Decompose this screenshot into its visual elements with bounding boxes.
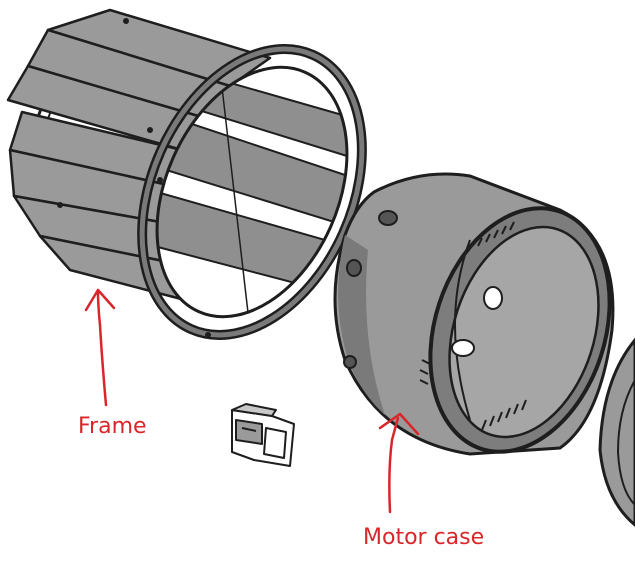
motor-case-arrow (378, 412, 420, 514)
small-clip-part (231, 403, 295, 467)
frame-arrow (84, 288, 116, 407)
frame-label: Frame (78, 414, 147, 439)
edge-part (598, 337, 635, 527)
motor-case-label: Motor case (363, 525, 485, 550)
motor-case-part (333, 172, 615, 456)
